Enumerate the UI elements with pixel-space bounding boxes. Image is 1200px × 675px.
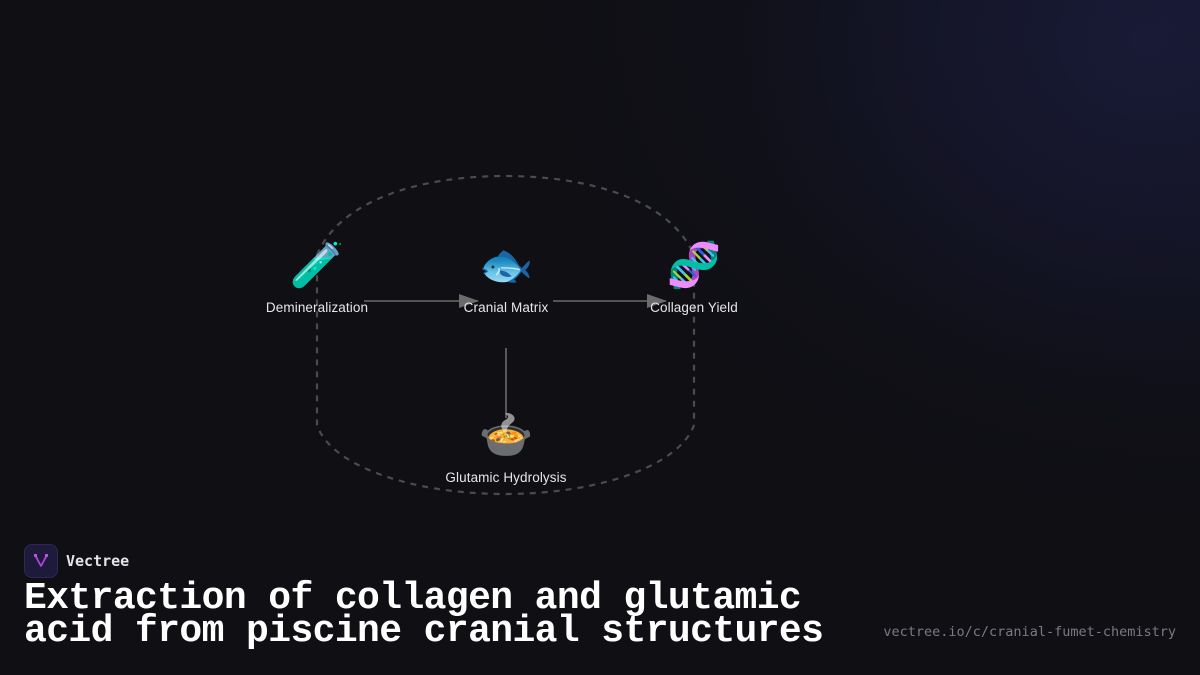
node-label: Glutamic Hydrolysis — [445, 470, 567, 485]
vectree-branch-icon — [24, 544, 58, 578]
group-outline — [315, 174, 696, 496]
node-collagen-yield[interactable]: 🧬 Collagen Yield — [594, 240, 794, 315]
node-demineralization[interactable]: 🧪 Demineralization — [217, 240, 417, 315]
brand[interactable]: Vectree — [24, 544, 129, 578]
brand-name: Vectree — [66, 552, 130, 570]
page-title: Extraction of collagen and glutamic acid… — [24, 580, 824, 651]
node-cranial-matrix[interactable]: 🐟 Cranial Matrix — [406, 240, 606, 315]
node-glutamic-hydrolysis[interactable]: 🍲 Glutamic Hydrolysis — [406, 410, 606, 485]
title-line-2: acid from piscine cranial structures — [24, 610, 824, 653]
node-label: Collagen Yield — [650, 300, 738, 315]
node-label: Cranial Matrix — [463, 300, 549, 315]
node-label: Demineralization — [265, 300, 369, 315]
test-tube-icon: 🧪 — [289, 240, 345, 291]
stew-pot-icon: 🍲 — [478, 410, 534, 461]
fish-icon: 🐟 — [478, 240, 534, 291]
source-url-link[interactable]: vectree.io/c/cranial-fumet-chemistry — [883, 624, 1176, 640]
dna-icon: 🧬 — [666, 240, 722, 291]
title-line-1: Extraction of collagen and glutamic — [24, 577, 802, 620]
